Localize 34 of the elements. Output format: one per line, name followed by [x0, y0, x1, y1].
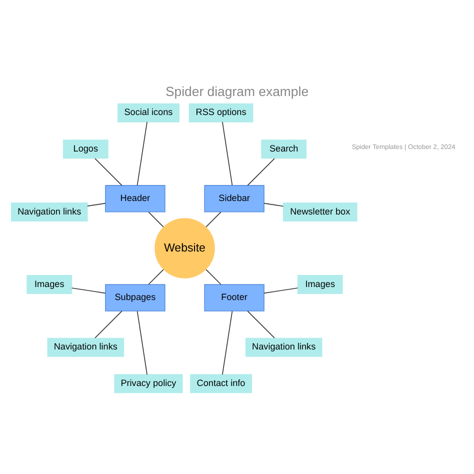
connector: [136, 310, 148, 374]
node-box: Footer: [204, 284, 264, 311]
node-box: Images: [26, 274, 72, 294]
node-box: Navigation links: [10, 202, 88, 221]
connector: [264, 202, 284, 206]
node-circle: Website: [154, 218, 215, 278]
connector: [148, 211, 164, 227]
connector: [206, 211, 222, 227]
connector: [94, 310, 122, 338]
connector: [222, 310, 233, 374]
connector: [86, 202, 106, 206]
diagram-title: Spider diagram example: [165, 84, 309, 99]
node-box: Search: [261, 139, 307, 158]
connector: [247, 310, 275, 338]
node-box: Navigation links: [245, 337, 322, 356]
node-box: RSS options: [188, 102, 254, 122]
node-box: Images: [297, 274, 343, 294]
connector: [247, 158, 275, 186]
node-box: Header: [105, 184, 166, 212]
node-box: Subpages: [105, 284, 166, 311]
node-box: Privacy policy: [114, 374, 183, 393]
connector: [264, 287, 298, 294]
node-box: Logos: [62, 139, 108, 158]
connector: [206, 268, 222, 284]
connector: [148, 268, 164, 284]
node-box: Navigation links: [47, 337, 124, 356]
connector: [136, 121, 148, 186]
node-box: Newsletter box: [282, 202, 358, 221]
node-box: Contact info: [190, 374, 252, 393]
node-box: Social icons: [118, 102, 180, 122]
connector: [94, 158, 122, 186]
node-box: Sidebar: [204, 184, 264, 212]
connector: [71, 287, 106, 294]
connector: [222, 121, 233, 186]
